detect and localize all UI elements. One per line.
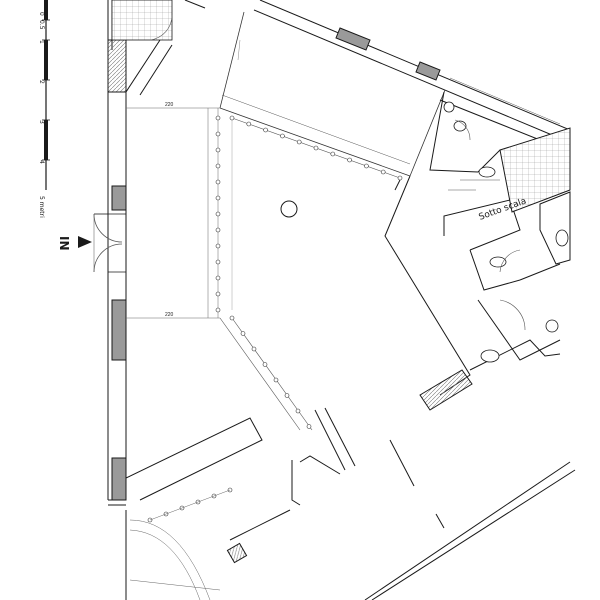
washbasin-icon <box>489 256 507 268</box>
dimension-tick <box>284 393 290 398</box>
dimension-tick <box>306 424 312 429</box>
scale-mark-4: 4 <box>38 160 45 164</box>
dimension-tick <box>215 227 221 233</box>
dimension-tick <box>215 243 221 249</box>
dimension-tick <box>397 175 403 181</box>
washbasin-icon <box>545 319 559 333</box>
dimension-tick <box>251 346 257 352</box>
scale-mark-1: 1 <box>38 40 45 44</box>
dimension-tick <box>262 362 268 367</box>
dimension-tick <box>215 147 221 153</box>
service-core <box>384 91 571 411</box>
dimension-tick <box>215 195 221 201</box>
dimension-tick <box>347 157 352 163</box>
toilet-icon <box>453 120 467 132</box>
dimension-tick <box>280 133 285 139</box>
svg-text:220: 220 <box>165 102 174 108</box>
column-circle-icon <box>280 200 298 218</box>
washbasin-icon <box>443 101 455 113</box>
door-swing-icon <box>499 249 521 273</box>
dimension-tick <box>240 331 246 336</box>
scale-mark-05: 0.5 <box>38 20 45 30</box>
dimension-tick <box>229 315 235 321</box>
scale-unit-label: 5 metri <box>38 196 45 218</box>
svg-text:220: 220 <box>165 312 174 318</box>
dimension-tick <box>263 127 268 133</box>
lower-dimension-lines <box>129 489 231 600</box>
toilet-icon <box>478 166 496 178</box>
dimension-tick <box>364 163 369 169</box>
dimension-tick <box>215 307 221 313</box>
dimension-tick <box>215 115 221 121</box>
dimension-tick <box>380 169 386 175</box>
scale-bar: 0 0.5 1 2 3 4 5 metri <box>38 0 50 218</box>
entrance-arrow-icon <box>78 236 92 248</box>
washbasin-icon <box>480 349 500 363</box>
dimension-tick <box>330 151 336 157</box>
dimension-ticks <box>147 115 403 523</box>
door-swing-icon <box>499 299 526 331</box>
dimension-tick <box>229 115 235 121</box>
tiled-landing <box>111 0 173 41</box>
door-swing-icon <box>454 119 471 141</box>
upper-bay <box>219 11 446 177</box>
scale-zero-label: 0 <box>38 12 45 16</box>
toilet-icon <box>555 229 569 247</box>
scale-mark-3: 3 <box>38 120 45 124</box>
dimension-tick <box>215 259 221 265</box>
entrance-label: IN <box>57 236 71 251</box>
dimension-tick <box>215 291 221 297</box>
dimension-tick <box>215 275 221 281</box>
dimension-tick <box>313 145 319 151</box>
west-wall <box>107 0 173 506</box>
door-swing-icon <box>149 14 173 41</box>
entrance-door[interactable] <box>93 213 126 273</box>
scale-mark-2: 2 <box>38 80 45 84</box>
dimension-tick <box>215 179 221 185</box>
north-east-wall <box>184 0 571 141</box>
dimension-tick <box>215 211 221 217</box>
dimension-tick <box>215 131 221 137</box>
wc-door-swings <box>454 119 526 331</box>
dimension-tick <box>215 163 221 169</box>
stair-label: Sotto scala <box>478 196 528 222</box>
dimension-tick <box>273 377 279 383</box>
lower-corridor <box>125 407 576 600</box>
dimension-tick <box>295 408 301 414</box>
dimension-tick <box>296 139 302 145</box>
main-hall: 220 220 <box>126 102 401 431</box>
wc-fixtures <box>443 101 569 363</box>
entrance-marker: IN <box>57 236 92 251</box>
dimension-tick <box>246 121 252 127</box>
